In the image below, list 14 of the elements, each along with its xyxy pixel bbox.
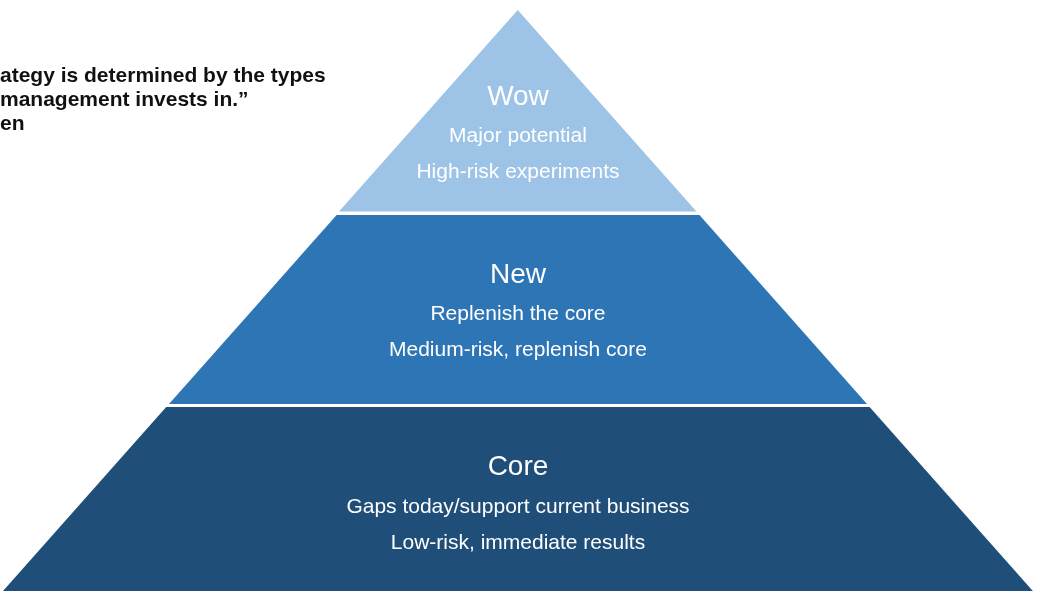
tier-description: High-risk experiments	[415, 159, 621, 183]
tier-heading: Wow	[486, 80, 550, 112]
tier-heading: New	[488, 258, 547, 290]
tier-description: Gaps today/support current business	[345, 494, 691, 518]
tier-description: Medium-risk, replenish core	[388, 337, 648, 361]
tier-description: Major potential	[448, 123, 588, 147]
quote-text: ategy is determined by the types management invests in.”	[0, 63, 327, 111]
pyramid-tier	[168, 214, 867, 404]
quote-text: en	[0, 111, 26, 135]
tier-description: Replenish the core	[429, 301, 607, 325]
pyramid-tier	[3, 406, 1033, 591]
tier-heading: Core	[486, 450, 550, 482]
tier-description: Low-risk, immediate results	[389, 530, 647, 554]
pyramid-top-tier	[339, 10, 697, 212]
